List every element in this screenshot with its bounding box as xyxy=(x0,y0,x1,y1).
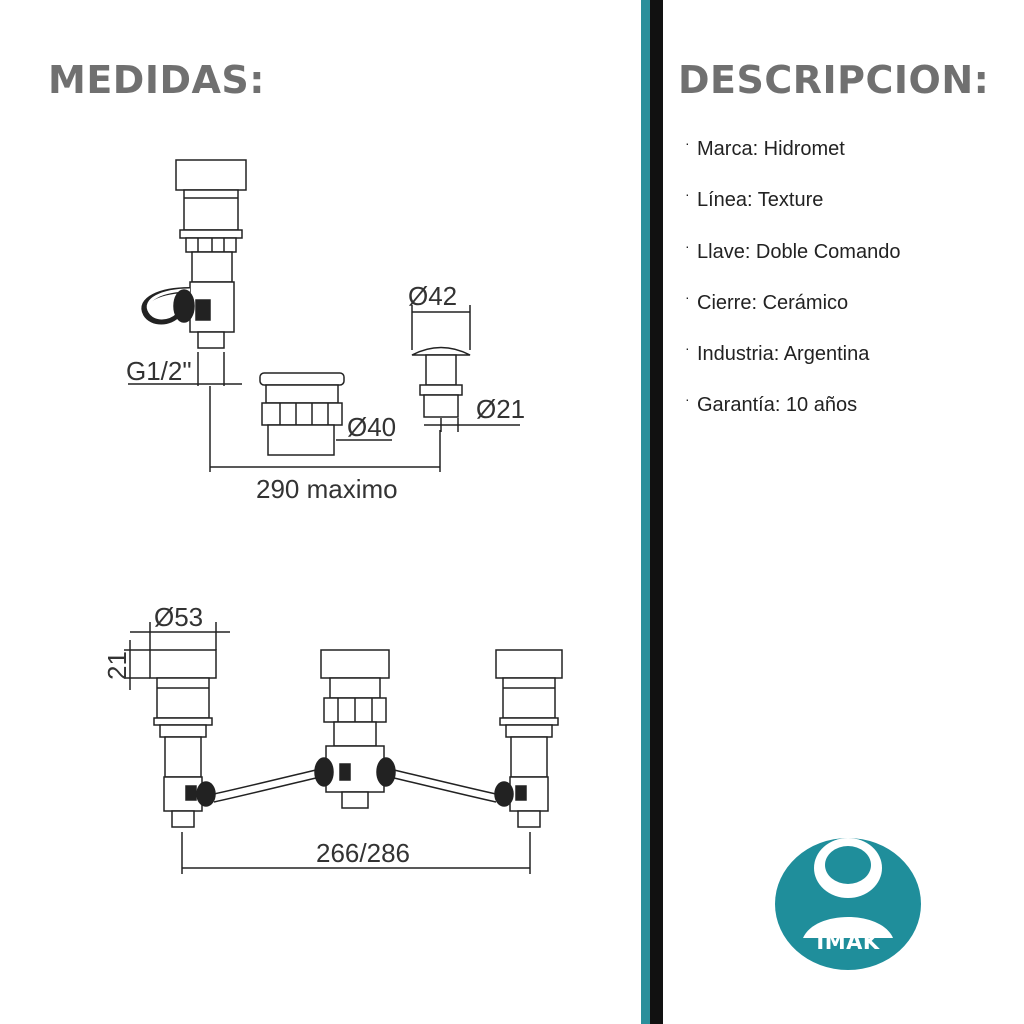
bullet-icon: · xyxy=(685,340,690,357)
spec-item: · Marca: Hidromet xyxy=(685,134,900,185)
spec-label: Garantía: 10 años xyxy=(697,394,858,417)
bullet-icon: · xyxy=(685,135,690,151)
bullet-icon: · xyxy=(685,288,690,305)
drain-part-drawing: Ø40 xyxy=(259,372,396,456)
spec-label: Línea: Texture xyxy=(697,189,824,212)
h21-label: 21 xyxy=(102,651,132,680)
spec-label: Marca: Hidromet xyxy=(697,138,845,160)
logo-text: IMAK xyxy=(816,930,880,954)
d42-label: Ø42 xyxy=(408,281,457,311)
g12-label: G1/2" xyxy=(126,356,192,386)
spec-item: · Línea: Texture xyxy=(685,185,900,236)
center-valve-drawing xyxy=(314,649,396,809)
medidas-title: MEDIDAS: xyxy=(48,58,265,102)
spec-item: · Cierre: Cerámico xyxy=(685,288,900,339)
spec-label: Industria: Argentina xyxy=(697,343,870,366)
right-valve-drawing xyxy=(494,649,563,828)
bullet-icon: · xyxy=(685,237,690,254)
g12-dimension: G1/2" xyxy=(126,352,242,386)
bullet-icon: · xyxy=(685,391,690,408)
spec-item: · Garantía: 10 años xyxy=(685,390,900,441)
max290-label: 290 maximo xyxy=(256,474,398,504)
d21-label: Ø21 xyxy=(476,394,525,424)
technical-drawing: G1/2" Ø40 Ø42 Ø21 290 maximo Ø xyxy=(102,159,563,874)
imak-logo xyxy=(775,838,921,970)
spec-label: Cierre: Cerámico xyxy=(697,291,849,314)
spec-item: · Llave: Doble Comando xyxy=(685,237,900,288)
spec-label: Llave: Doble Comando xyxy=(697,240,901,263)
spec-list: · Marca: Hidromet · Línea: Texture · Llave:… xyxy=(685,134,900,442)
d40-label: Ø40 xyxy=(347,412,396,442)
divider-teal-stripe xyxy=(641,0,650,1024)
d53-label: Ø53 xyxy=(154,602,203,632)
span-label: 266/286 xyxy=(316,838,410,868)
divider-black-stripe xyxy=(650,0,663,1024)
max290-dimension: 290 maximo xyxy=(209,386,441,504)
bullet-icon: · xyxy=(685,186,690,203)
hoses-drawing xyxy=(213,769,497,803)
spec-item: · Industria: Argentina xyxy=(685,339,900,390)
side-valve-drawing xyxy=(141,159,247,349)
popup-part-drawing: Ø42 Ø21 xyxy=(408,281,525,432)
h21-dimension: 21 xyxy=(102,640,150,690)
span-dimension: 266/286 xyxy=(181,832,531,874)
descripcion-title: DESCRIPCION: xyxy=(678,58,990,102)
left-valve-drawing xyxy=(149,649,217,828)
d53-dimension: Ø53 xyxy=(130,602,230,650)
